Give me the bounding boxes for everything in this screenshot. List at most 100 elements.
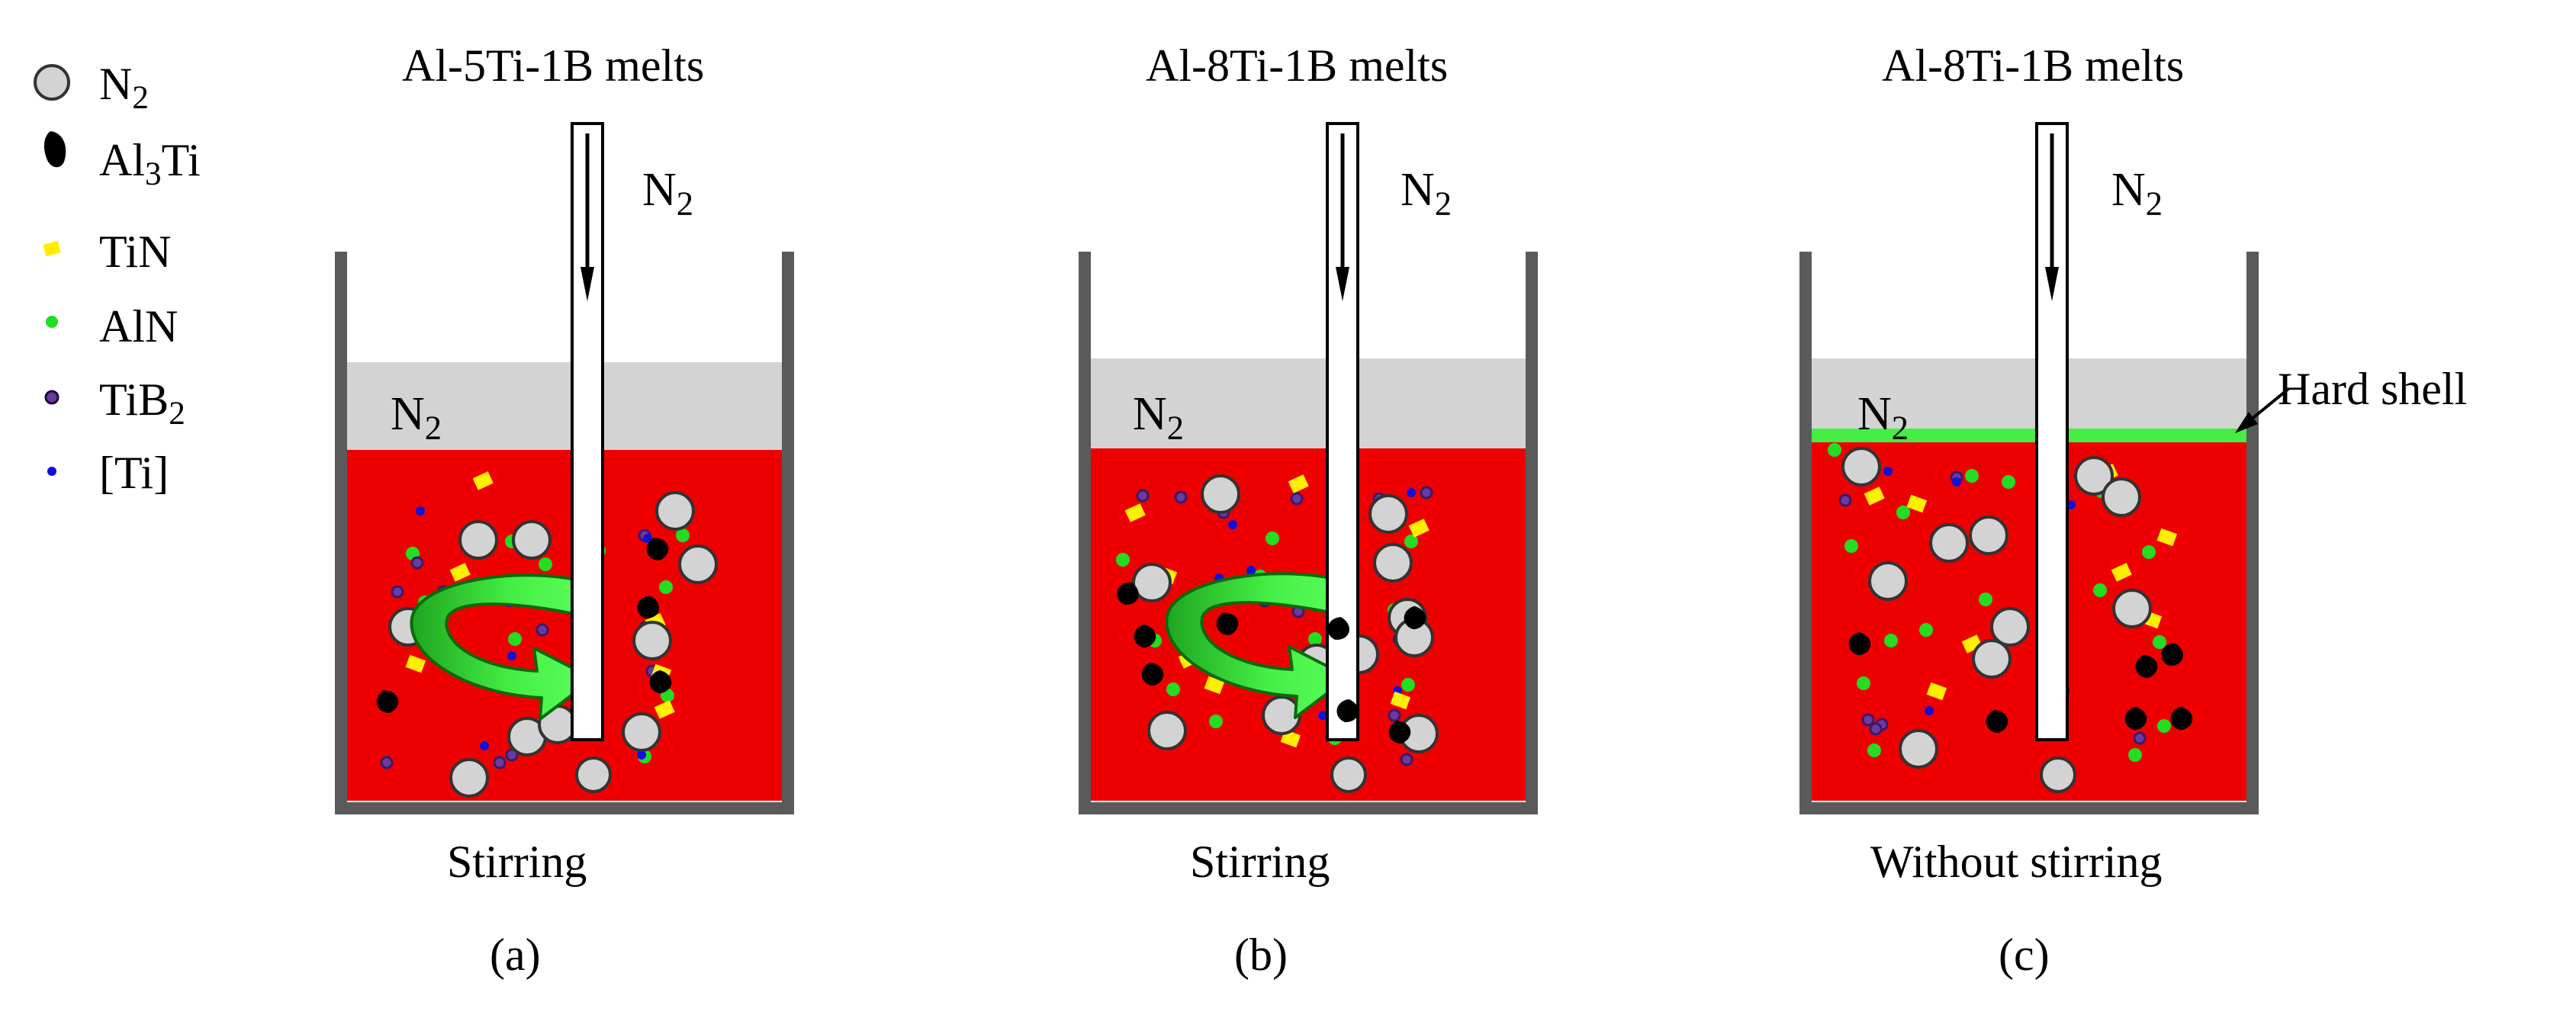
legend-al3ti-particle [43,131,66,168]
aln-particle [1844,539,1858,553]
tib2-particle [1388,708,1401,722]
n2-bubble [1147,711,1187,750]
panel-a-headspace-gas-label: N2 [391,388,442,447]
legend-label-tin: TiN [99,226,172,277]
aln-particle [2157,719,2171,733]
aln-particle [1828,443,1841,457]
n2-bubble [1969,516,2008,555]
n2-bubble [1201,474,1240,514]
tin-particle [2156,528,2178,547]
al3ti-particle [1986,709,2008,734]
tin-particle [1864,487,1885,506]
tib2-particle [1420,486,1433,499]
ti-particle [1228,520,1237,529]
panel-b-caption: Stirring [1190,837,1330,887]
n2-bubble [1929,523,1969,563]
al3ti-particle [2124,706,2147,731]
panel-a-sublabel: (a) [490,930,541,980]
gas-flow-arrow-head [1336,267,1349,301]
ti-particle [1883,467,1893,476]
panel-b [1079,122,1538,814]
ti-particle [1407,488,1416,497]
tib2-particle [1869,722,1883,736]
n2-bubble [1990,607,2030,647]
panel-b-title: Al-8Ti-1B melts [1146,40,1449,91]
al3ti-particle [1134,624,1156,648]
al3ti-particle [1848,631,1871,656]
panel-b-tube-gas-label: N2 [1401,164,1452,223]
aln-particle [676,528,690,542]
tib2-particle [380,756,394,769]
n2-bubble [1373,543,1413,583]
tin-particle [1408,519,1430,538]
tin-particle [405,654,426,673]
aln-particle [1401,678,1415,692]
n2-bubble [512,520,552,560]
panel-a-title: Al-5Ti-1B melts [402,40,705,91]
al3ti-particle [1388,720,1411,744]
tib2-particle [1290,492,1304,506]
n2-bubble [1132,563,1172,602]
tib2-particle [1861,713,1875,727]
tin-particle [1204,676,1225,695]
al3ti-particle [1141,662,1164,686]
panel-c-caption: Without stirring [1870,837,2163,887]
tib2-particle [505,748,519,762]
al3ti-particle [2170,706,2193,731]
tin-particle [2111,563,2132,582]
crucible-wall [1079,252,1538,814]
tib2-particle [493,756,507,769]
n2-bubble [1868,561,1908,601]
n2-bubble [1841,447,1881,487]
stirring-arrow [410,573,595,721]
panel-c-tube-gas-label: N2 [2111,164,2163,223]
n2-bubble [1899,729,1938,769]
panel-a-tube-gas-label: N2 [642,164,694,223]
gas-headspace [1812,358,2246,436]
ti-particle [480,741,489,750]
crucible-wall [1799,252,2259,814]
tin-particle [472,471,494,490]
n2-bubble [2102,477,2141,517]
aln-particle [1209,715,1223,728]
ti-particle [1246,566,1256,575]
legend-tib2-ring [44,390,59,405]
panel-c-title: Al-8Ti-1B melts [1882,40,2185,91]
tin-particle [1906,494,1928,513]
gas-flow-arrow-head [2045,267,2059,301]
legend [34,64,70,476]
gas-headspace [347,362,782,450]
n2-bubble [1330,756,1367,793]
legend-n2-bubble [34,64,70,101]
ti-particle [643,534,652,543]
tin-particle [449,563,471,582]
tib2-particle [1400,753,1413,766]
ti-particle [1925,706,1934,715]
hard-shell-layer [1812,429,2246,442]
aln-particle [659,580,673,594]
al3ti-particle [2135,654,2158,679]
legend-label-tib2: TiB2 [99,374,185,432]
aln-particle [2128,748,2142,762]
tin-particle [1926,682,1947,701]
legend-label-ti: [Ti] [99,448,169,498]
panel-a-caption: Stirring [447,837,587,887]
al3ti-particle [1117,582,1139,605]
al3ti-particle [649,670,672,694]
ti-particle [507,651,516,660]
aln-particle [1979,593,1992,606]
aln-particle [1857,676,1870,690]
panel-b-sublabel: (b) [1234,930,1288,980]
aln-particle [1919,623,1933,637]
aln-particle [2093,583,2107,597]
panel-c-sublabel: (c) [1999,930,2050,980]
n2-bubble [1972,639,2012,679]
tib2-particle [535,623,549,637]
al3ti-particle [1327,617,1349,640]
legend-label-aln: AlN [99,301,178,352]
tin-particle [654,700,675,719]
ti-particle [416,506,425,516]
ti-particle [1952,477,1961,487]
al3ti-particle [1404,605,1426,630]
